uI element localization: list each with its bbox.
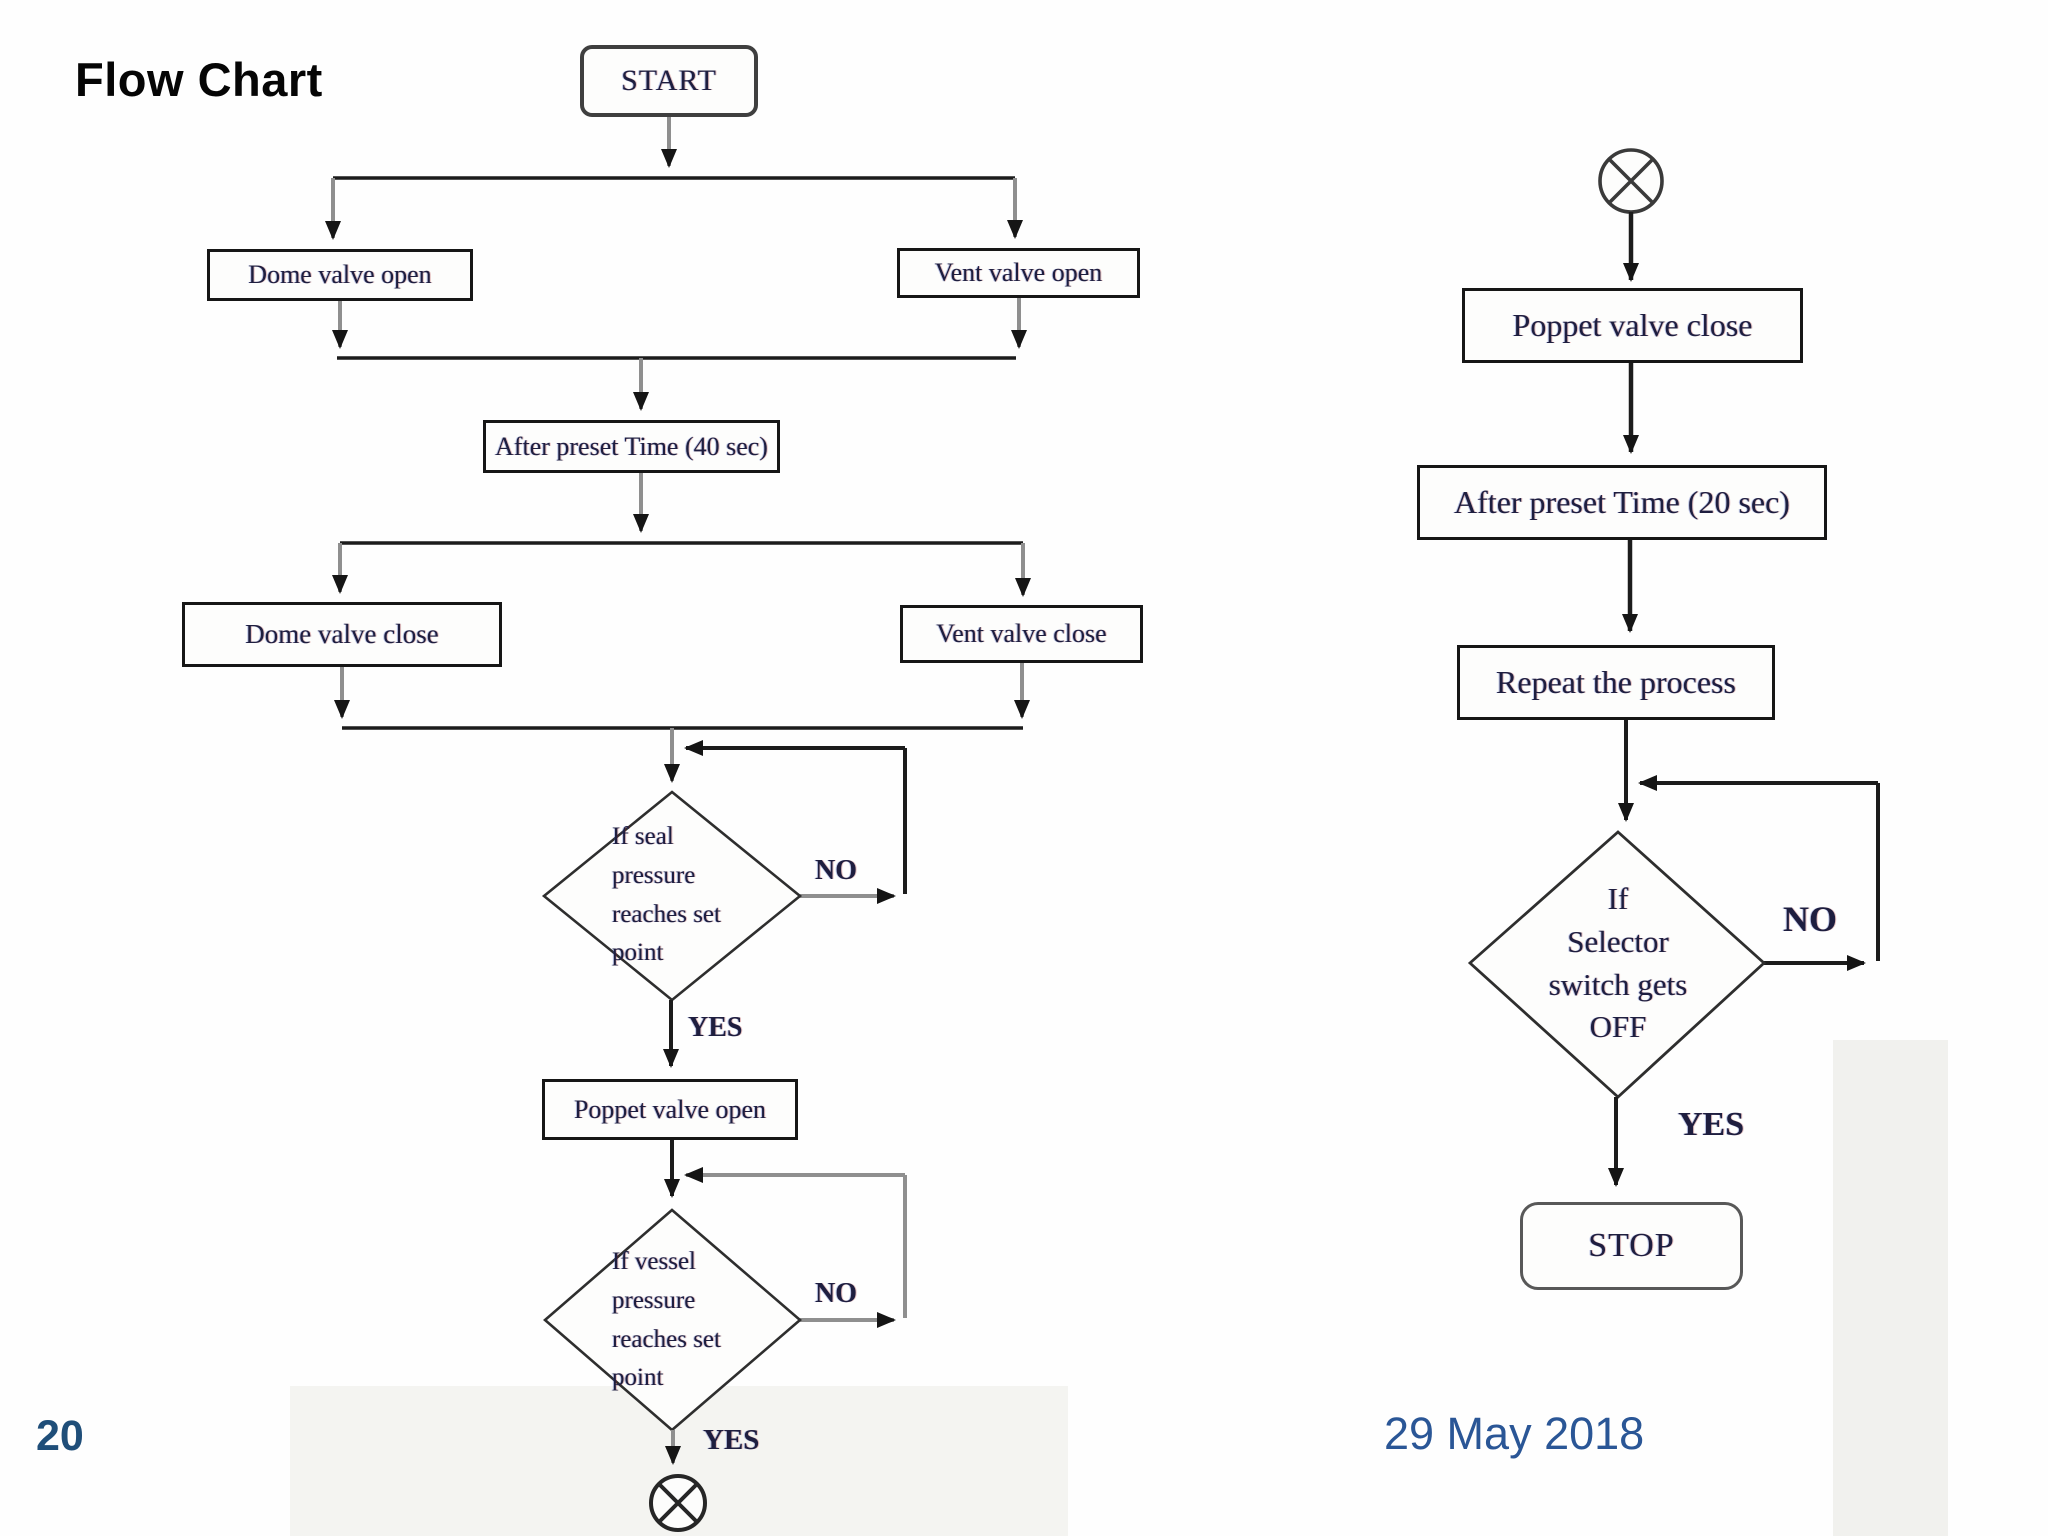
stop-label: STOP bbox=[1588, 1227, 1675, 1264]
scan-artifact-right bbox=[1833, 1040, 1948, 1536]
process-poppet-valve-close: Poppet valve close bbox=[1462, 288, 1803, 363]
no-label-1: NO bbox=[815, 855, 857, 886]
process-after-preset-20s: After preset Time (20 sec) bbox=[1417, 465, 1827, 540]
slide-date: 29 May 2018 bbox=[1384, 1408, 1645, 1459]
yes-label-2: YES bbox=[703, 1424, 760, 1456]
offpage-connector-icon bbox=[649, 1474, 707, 1532]
process-after-preset-40s: After preset Time (40 sec) bbox=[483, 420, 780, 473]
no-label-3: NO bbox=[1783, 899, 1837, 939]
page-title: Flow Chart bbox=[75, 53, 323, 106]
dome-valve-open-label: Dome valve open bbox=[248, 260, 432, 289]
offpage-connector-icon bbox=[1598, 148, 1664, 214]
page-number: 20 bbox=[36, 1412, 84, 1460]
poppet-valve-close-label: Poppet valve close bbox=[1512, 307, 1753, 343]
vent-valve-open-label: Vent valve open bbox=[934, 258, 1103, 287]
start-node: START bbox=[580, 45, 758, 117]
process-poppet-valve-open: Poppet valve open bbox=[542, 1079, 798, 1140]
vent-valve-close-label: Vent valve close bbox=[936, 619, 1107, 648]
stop-node: STOP bbox=[1520, 1202, 1743, 1290]
dome-valve-close-label: Dome valve close bbox=[245, 619, 439, 649]
decision-seal-pressure-text: If seal pressure reaches set point bbox=[612, 823, 721, 967]
poppet-valve-open-label: Poppet valve open bbox=[573, 1094, 767, 1124]
no-label-2: NO bbox=[815, 1278, 857, 1309]
process-vent-valve-close: Vent valve close bbox=[900, 605, 1143, 663]
after-preset-40-label: After preset Time (40 sec) bbox=[495, 431, 768, 461]
repeat-process-label: Repeat the process bbox=[1496, 664, 1736, 700]
yes-label-3: YES bbox=[1678, 1106, 1745, 1143]
process-dome-valve-open: Dome valve open bbox=[207, 249, 473, 301]
decision-selector-switch-text: If Selector switch gets OFF bbox=[1548, 881, 1688, 1045]
process-dome-valve-close: Dome valve close bbox=[182, 602, 502, 667]
yes-label-1: YES bbox=[688, 1012, 743, 1043]
decision-vessel-pressure-text: If vessel pressure reaches set point bbox=[612, 1248, 721, 1392]
after-preset-20-label: After preset Time (20 sec) bbox=[1454, 484, 1790, 520]
start-label: START bbox=[621, 64, 717, 97]
process-vent-valve-open: Vent valve open bbox=[897, 248, 1140, 298]
process-repeat-the-process: Repeat the process bbox=[1457, 645, 1775, 720]
